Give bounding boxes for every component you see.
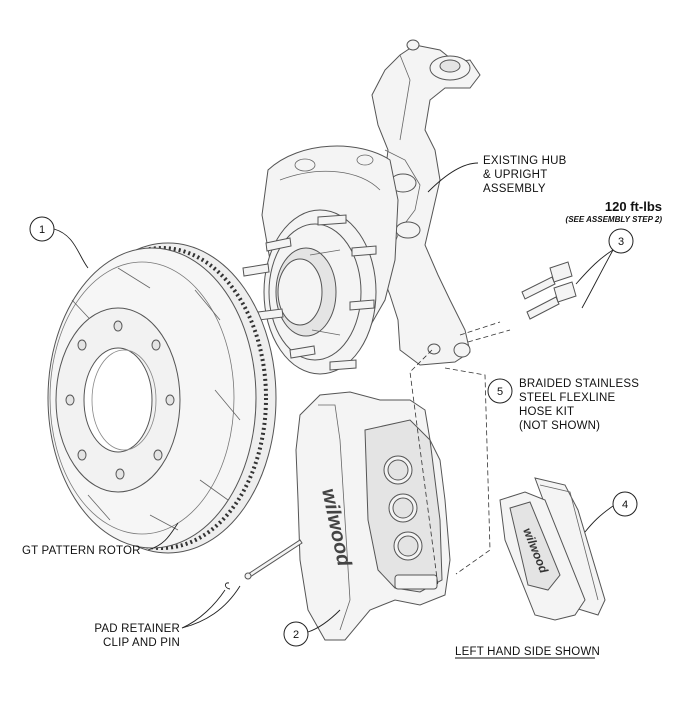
side-shown-note: LEFT HAND SIDE SHOWN bbox=[455, 646, 600, 659]
side-shown-text: LEFT HAND SIDE SHOWN bbox=[455, 646, 600, 658]
callout-1: 1 bbox=[29, 216, 89, 269]
hose-label: BRAIDED STAINLESS STEEL FLEXLINE HOSE KI… bbox=[519, 378, 639, 432]
mounting-bolts bbox=[521, 261, 577, 320]
pad-retainer-label-line-2: CLIP AND PIN bbox=[103, 637, 180, 649]
torque-value: 120 ft-lbs bbox=[605, 199, 662, 214]
hose-label-line-2: STEEL FLEXLINE bbox=[519, 392, 615, 404]
callout-number: 2 bbox=[293, 629, 299, 641]
hub-label-line-1: EXISTING HUB bbox=[483, 155, 567, 167]
brake-pads: wilwood bbox=[499, 477, 606, 621]
callout-number: 4 bbox=[622, 499, 628, 511]
torque-spec: 120 ft-lbs (SEE ASSEMBLY STEP 2) bbox=[566, 199, 663, 224]
hose-label-line-4: (NOT SHOWN) bbox=[519, 420, 600, 432]
gt-pattern-rotor bbox=[47, 242, 277, 554]
callout-number: 3 bbox=[618, 236, 624, 248]
callout-4: 4 bbox=[584, 491, 638, 533]
rotor-label: GT PATTERN ROTOR bbox=[22, 522, 179, 557]
callout-2: 2 bbox=[283, 609, 341, 647]
pad-retainer-pin bbox=[224, 539, 303, 590]
torque-note: (SEE ASSEMBLY STEP 2) bbox=[566, 215, 663, 224]
wheel-studs bbox=[242, 214, 377, 371]
callout-number: 1 bbox=[39, 224, 45, 236]
caliper: wilwood bbox=[295, 391, 451, 641]
callout-5: 5 bbox=[487, 378, 513, 404]
callout-number: 5 bbox=[497, 386, 503, 398]
hub-label-line-3: ASSEMBLY bbox=[483, 183, 546, 195]
rotor-label-text: GT PATTERN ROTOR bbox=[22, 545, 141, 557]
hub-label-line-2: & UPRIGHT bbox=[483, 169, 547, 181]
hose-label-line-3: HOSE KIT bbox=[519, 406, 574, 418]
hub-upright-assembly bbox=[242, 39, 481, 375]
callout-3: 3 bbox=[575, 228, 634, 309]
rotor-bolt-holes bbox=[65, 320, 175, 480]
pad-retainer-label-line-1: PAD RETAINER bbox=[94, 623, 180, 635]
hose-label-line-1: BRAIDED STAINLESS bbox=[519, 378, 639, 390]
hub-label: EXISTING HUB & UPRIGHT ASSEMBLY bbox=[427, 155, 567, 195]
hose-route-lines bbox=[409, 321, 511, 587]
pad-retainer-label: PAD RETAINER CLIP AND PIN bbox=[94, 585, 241, 649]
